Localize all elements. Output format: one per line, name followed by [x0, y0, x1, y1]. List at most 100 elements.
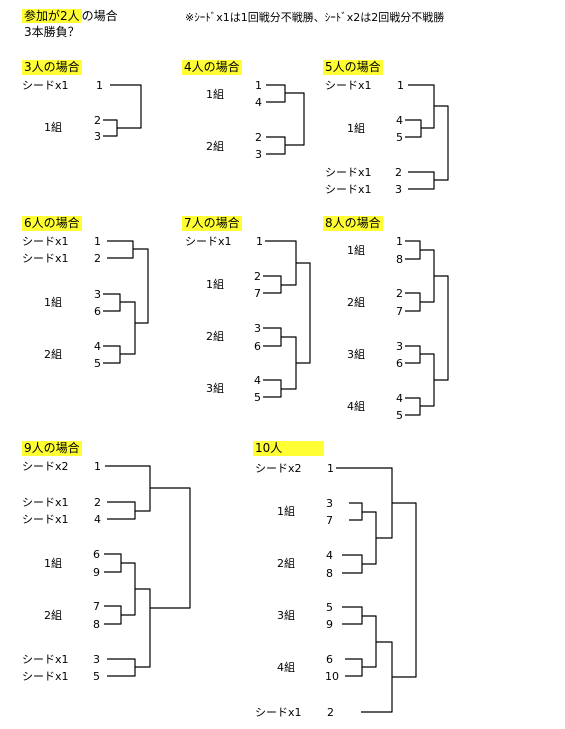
group-label: 2組: [44, 348, 62, 361]
entry-number: 8: [93, 618, 100, 631]
entry-number: 2: [94, 252, 101, 265]
group-label: 1組: [347, 122, 365, 135]
entry-number: 4: [396, 392, 403, 405]
section-title-6: 6人の場合: [22, 216, 82, 231]
entry-number: 5: [254, 391, 261, 404]
entry-number: 1: [397, 79, 404, 92]
entry-number: 2: [255, 131, 262, 144]
entry-number: 7: [254, 287, 261, 300]
entry-number: 8: [396, 253, 403, 266]
seed-label: シードx1: [22, 252, 69, 265]
section-title-4: 4人の場合: [182, 60, 242, 75]
entry-number: 1: [94, 235, 101, 248]
entry-number: 3: [396, 340, 403, 353]
page-title: 参加が2人の場合: [22, 9, 118, 24]
entry-number: 3: [255, 148, 262, 161]
entry-number: 1: [396, 235, 403, 248]
seed-label: シードx1: [22, 235, 69, 248]
entry-number: 3: [94, 130, 101, 143]
seed-label: シードx2: [22, 460, 69, 473]
entry-number: 9: [326, 618, 333, 631]
entry-number: 1: [94, 460, 101, 473]
group-label: 2組: [347, 296, 365, 309]
section-title-3: 3人の場合: [22, 60, 82, 75]
entry-number: 2: [395, 166, 402, 179]
group-label: 1組: [44, 557, 62, 570]
entry-number: 1: [96, 79, 103, 92]
section-title-5: 5人の場合: [323, 60, 383, 75]
entry-number: 4: [396, 114, 403, 127]
seed-note: ※ｼｰﾄﾞx1は1回戦分不戦勝、ｼｰﾄﾞx2は2回戦分不戦勝: [185, 11, 445, 24]
entry-number: 2: [396, 287, 403, 300]
entry-number: 6: [254, 340, 261, 353]
group-label: 1組: [44, 121, 62, 134]
group-label: 3組: [347, 348, 365, 361]
group-label: 2組: [206, 330, 224, 343]
group-label: 3組: [277, 609, 295, 622]
entry-number: 1: [255, 79, 262, 92]
entry-number: 3: [254, 322, 261, 335]
entry-number: 6: [326, 653, 333, 666]
entry-number: 4: [254, 374, 261, 387]
entry-number: 8: [326, 567, 333, 580]
group-label: 2組: [44, 609, 62, 622]
entry-number: 1: [256, 235, 263, 248]
entry-number: 4: [255, 96, 262, 109]
group-label: 2組: [277, 557, 295, 570]
entry-number: 2: [94, 114, 101, 127]
seed-label: シードx1: [22, 670, 69, 683]
section-title-8: 8人の場合: [323, 216, 383, 231]
entry-number: 7: [326, 514, 333, 527]
entry-number: 7: [396, 305, 403, 318]
seed-label: シードx2: [255, 462, 302, 475]
seed-label: シードx1: [185, 235, 232, 248]
entry-number: 3: [94, 288, 101, 301]
title-highlight: 参加が2人: [22, 9, 82, 23]
group-label: 4組: [277, 661, 295, 674]
group-label: 1組: [206, 278, 224, 291]
group-label: 1組: [206, 88, 224, 101]
seed-label: シードx1: [325, 166, 372, 179]
entry-number: 5: [396, 409, 403, 422]
seed-label: シードx1: [22, 513, 69, 526]
entry-number: 2: [94, 496, 101, 509]
entry-number: 6: [94, 305, 101, 318]
entry-number: 3: [395, 183, 402, 196]
entry-number: 5: [396, 131, 403, 144]
entry-number: 4: [94, 513, 101, 526]
group-label: 1組: [44, 296, 62, 309]
group-label: 4組: [347, 400, 365, 413]
entry-number: 5: [326, 601, 333, 614]
seed-label: シードx1: [22, 79, 69, 92]
entry-number: 2: [254, 270, 261, 283]
seed-label: シードx1: [325, 79, 372, 92]
section-title-10: 10人: [253, 441, 325, 456]
entry-number: 2: [327, 706, 334, 719]
entry-number: 10: [325, 670, 339, 683]
group-label: 1組: [277, 505, 295, 518]
entry-number: 6: [93, 548, 100, 561]
entry-number: 9: [93, 566, 100, 579]
entry-number: 6: [396, 357, 403, 370]
entry-number: 4: [326, 549, 333, 562]
group-label: 1組: [347, 244, 365, 257]
seed-label: シードx1: [22, 496, 69, 509]
section-title-9: 9人の場合: [22, 441, 82, 456]
title-rest: の場合: [81, 9, 118, 23]
group-label: 2組: [206, 140, 224, 153]
section-title-7: 7人の場合: [182, 216, 242, 231]
page-subtitle: 3本勝負？: [24, 25, 80, 39]
seed-label: シードx1: [22, 653, 69, 666]
entry-number: 3: [93, 653, 100, 666]
entry-number: 5: [94, 357, 101, 370]
entry-number: 7: [93, 600, 100, 613]
seed-label: シードx1: [255, 706, 302, 719]
